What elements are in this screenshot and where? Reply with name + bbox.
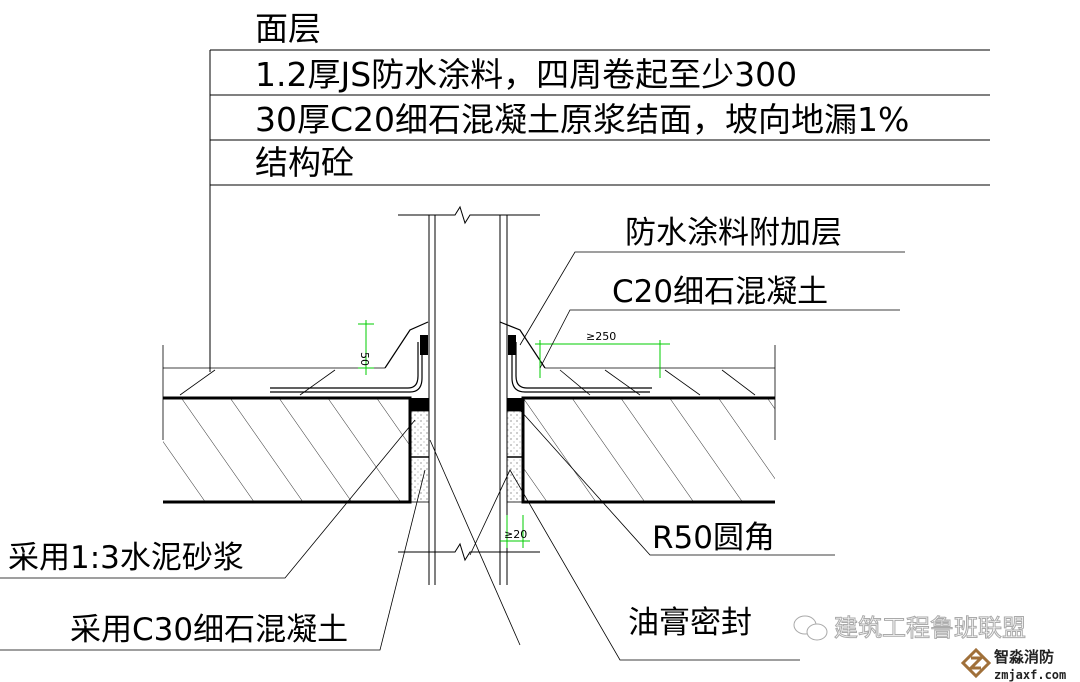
dimension-50: 50 [358,352,371,366]
joint-fill [409,398,524,503]
wechat-icon [793,615,828,641]
watermark-text: 建筑工程鲁班联盟 [834,614,1026,642]
structural-slab [163,396,775,504]
layer-label-screed: 30厚C20细石混凝土原浆结面，坡向地漏1% [255,100,909,139]
logo-name: 智淼消防 [994,648,1054,666]
layer-label-waterproof: 1.2厚JS防水涂料，四周卷起至少300 [255,55,797,94]
membrane-end-right [508,335,516,355]
logo-url: zmjaxf.com [994,668,1066,682]
dimension-250: ≥250 [586,330,616,343]
layer-label-structure: 结构砼 [255,143,354,182]
layer-legend [209,49,990,372]
callout-r50-fillet: R50圆角 [652,520,775,556]
callout-c30-concrete: 采用C30细石混凝土 [70,612,348,648]
leader-lines [0,251,905,661]
callout-mortar: 采用1:3水泥砂浆 [8,540,244,576]
dimension-lines [358,320,670,548]
dimension-20: ≥20 [504,528,527,541]
callout-c20-concrete: C20细石混凝土 [612,274,828,310]
callout-sealant: 油膏密封 [628,605,752,641]
zmjaxf-logo-icon [960,647,992,679]
layer-label-surface: 面层 [255,9,321,48]
screed-layer [162,345,776,440]
callout-additional-layer: 防水涂料附加层 [625,215,842,251]
membrane-end-left [420,335,428,355]
